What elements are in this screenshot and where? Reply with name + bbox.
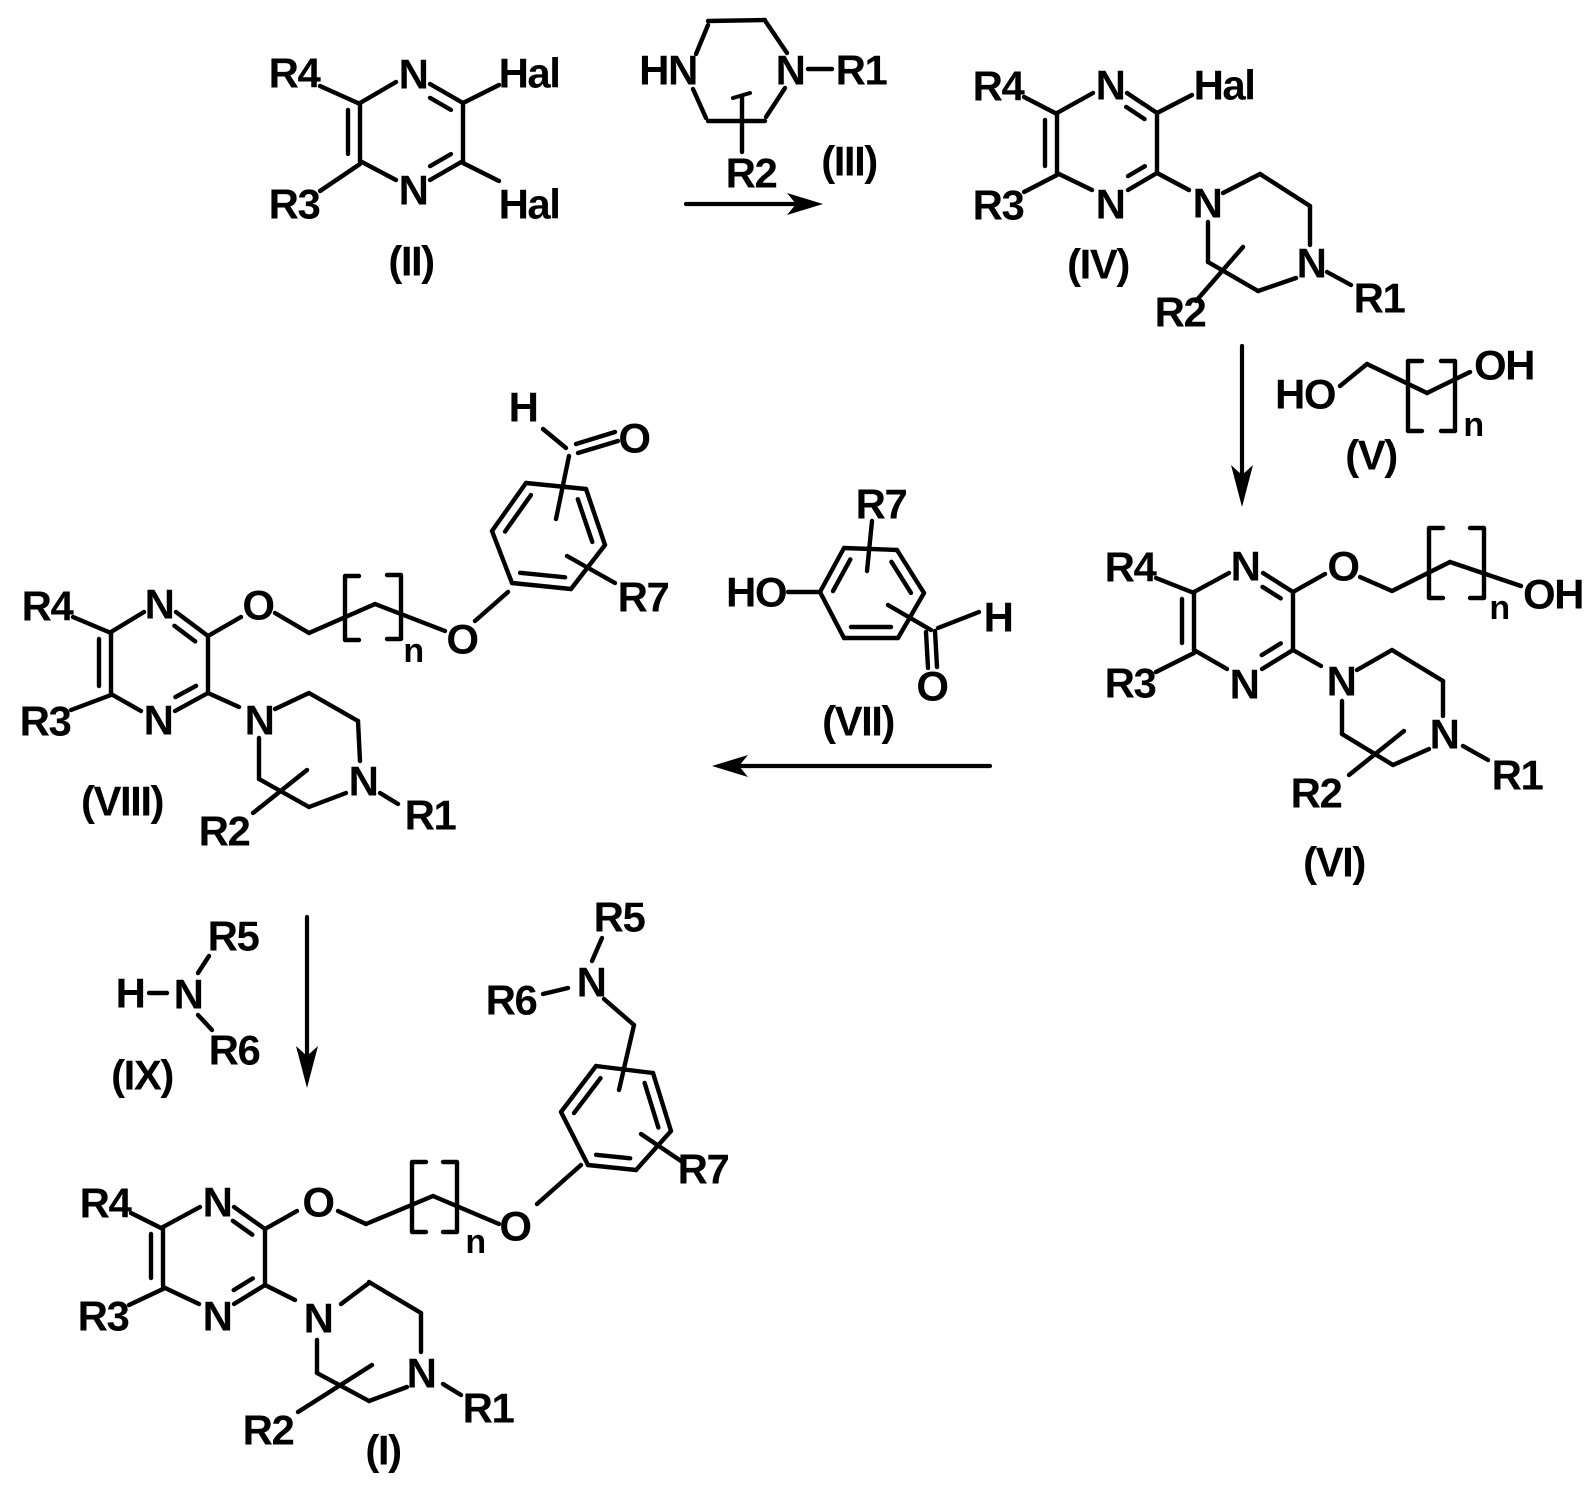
svg-text:N: N: [399, 167, 428, 214]
svg-text:R3: R3: [269, 181, 320, 228]
svg-text:N: N: [1297, 240, 1326, 287]
svg-text:R2: R2: [1155, 289, 1206, 336]
svg-text:(II): (II): [388, 238, 433, 285]
svg-text:R4: R4: [269, 50, 322, 97]
svg-text:N: N: [145, 581, 174, 628]
svg-text:N: N: [245, 697, 274, 744]
svg-text:R5: R5: [594, 894, 646, 941]
svg-text:N: N: [203, 1293, 232, 1340]
svg-text:H: H: [984, 594, 1013, 641]
svg-text:(VII): (VII): [822, 698, 894, 745]
svg-text:O: O: [446, 616, 477, 663]
svg-text:N: N: [1430, 711, 1459, 758]
svg-text:R6: R6: [486, 977, 537, 1024]
svg-text:(III): (III): [821, 138, 876, 185]
svg-text:HO: HO: [1275, 371, 1335, 418]
svg-text:N: N: [1231, 543, 1260, 590]
svg-text:R4: R4: [80, 1180, 133, 1227]
svg-text:N: N: [1096, 62, 1125, 109]
svg-text:(V): (V): [1345, 432, 1397, 479]
svg-text:R2: R2: [243, 1407, 294, 1454]
svg-text:N: N: [144, 697, 173, 744]
svg-text:N: N: [349, 758, 378, 805]
svg-text:R5: R5: [208, 913, 260, 960]
svg-text:n: n: [1489, 589, 1508, 627]
svg-text:R2: R2: [1291, 770, 1342, 817]
svg-text:R7: R7: [618, 574, 669, 621]
svg-text:HN: HN: [639, 47, 697, 94]
svg-text:R4: R4: [1105, 544, 1158, 591]
svg-text:R2: R2: [726, 150, 777, 197]
svg-text:(IX): (IX): [111, 1052, 173, 1099]
svg-text:R7: R7: [678, 1146, 729, 1193]
svg-text:O: O: [302, 1179, 333, 1226]
svg-text:OH: OH: [1474, 342, 1534, 389]
svg-text:(VI): (VI): [1303, 839, 1365, 886]
svg-text:H: H: [116, 970, 145, 1017]
svg-text:Hal: Hal: [499, 50, 560, 97]
svg-text:R1: R1: [463, 1385, 515, 1432]
svg-text:O: O: [242, 582, 273, 629]
svg-text:R1: R1: [405, 792, 457, 839]
svg-text:N: N: [174, 971, 203, 1018]
svg-text:R3: R3: [78, 1293, 129, 1340]
svg-text:N: N: [1193, 180, 1222, 227]
svg-text:(VIII): (VIII): [81, 778, 163, 825]
svg-text:R3: R3: [973, 182, 1024, 229]
svg-text:HO: HO: [726, 569, 786, 616]
svg-text:n: n: [403, 632, 422, 670]
svg-text:R4: R4: [22, 583, 75, 630]
svg-text:N: N: [203, 1179, 232, 1226]
svg-text:O: O: [1327, 543, 1358, 590]
svg-text:OH: OH: [1523, 571, 1583, 618]
svg-text:Hal: Hal: [499, 181, 560, 228]
svg-text:N: N: [1096, 181, 1125, 228]
svg-text:R2: R2: [199, 808, 250, 855]
svg-text:N: N: [1230, 661, 1259, 708]
svg-text:N: N: [776, 47, 805, 94]
svg-text:N: N: [577, 959, 606, 1006]
svg-text:R1: R1: [1354, 275, 1406, 322]
svg-text:R4: R4: [973, 63, 1026, 110]
svg-text:(I): (I): [365, 1427, 400, 1474]
svg-text:n: n: [465, 1223, 484, 1261]
svg-text:O: O: [618, 415, 649, 462]
svg-text:(IV): (IV): [1067, 241, 1129, 288]
svg-text:Hal: Hal: [1194, 62, 1255, 109]
svg-text:R1: R1: [1492, 752, 1544, 799]
svg-text:R3: R3: [20, 698, 71, 745]
svg-text:H: H: [509, 384, 538, 431]
svg-text:R1: R1: [836, 47, 888, 94]
svg-text:R6: R6: [209, 1027, 260, 1074]
svg-text:n: n: [1463, 406, 1482, 444]
svg-text:N: N: [304, 1295, 333, 1342]
svg-text:N: N: [399, 51, 428, 98]
svg-text:N: N: [407, 1350, 436, 1397]
svg-text:R7: R7: [856, 481, 907, 528]
svg-text:O: O: [916, 663, 947, 710]
svg-text:O: O: [499, 1203, 530, 1250]
svg-text:R3: R3: [1105, 660, 1156, 707]
svg-text:N: N: [1327, 658, 1356, 705]
